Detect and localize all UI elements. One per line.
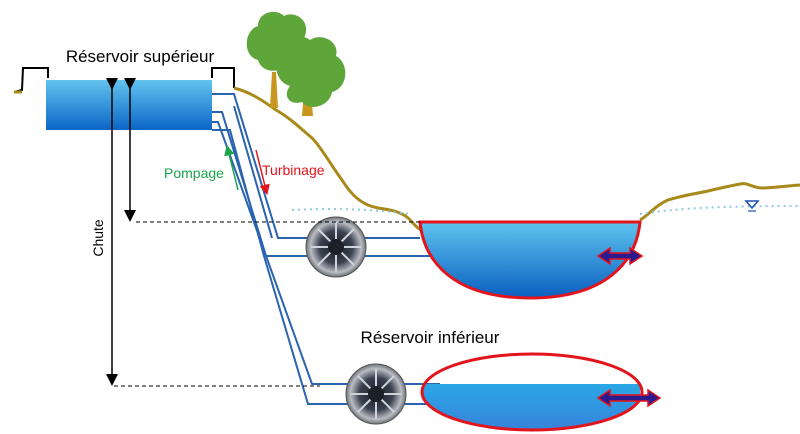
upper-reservoir-label: Réservoir supérieur [66,47,215,66]
pumping-arrow [224,144,239,191]
dotted-waterline-right [639,205,800,215]
dotted-waterline-left [291,208,411,215]
turbining-label: Turbinage [262,162,325,178]
turbining-arrow [255,149,270,196]
terrain-line [13,67,49,93]
ground-right [639,182,800,222]
lower-reservoir-label: Réservoir inférieur [361,328,500,347]
double-arrow-icon [596,246,662,408]
upper-reservoir-water [46,80,212,130]
turbine-icon [305,216,367,278]
head-label: Chute [90,219,106,257]
upper-wall-right [211,67,235,88]
tree-icon [246,11,346,116]
penstock [212,93,350,405]
pumping-label: Pompage [164,165,224,181]
water-level-icon [744,200,760,212]
turbine-icon [345,363,407,425]
